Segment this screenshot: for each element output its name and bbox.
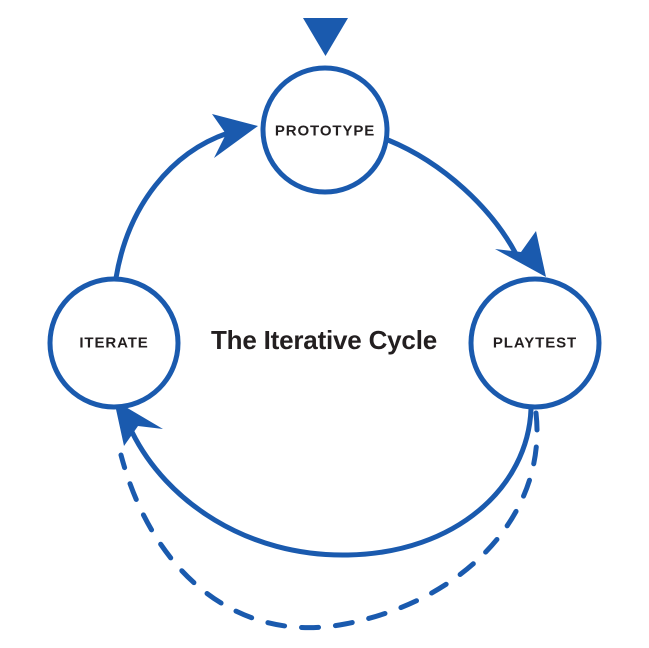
node-playtest[interactable]: PLAYTEST: [468, 276, 602, 410]
diagram-title: The Iterative Cycle: [211, 325, 437, 355]
node-prototype-circle[interactable]: [260, 65, 390, 195]
connector-iterate-to-prototype: [113, 130, 231, 281]
node-playtest-label: PLAYTEST: [493, 335, 577, 352]
node-prototype[interactable]: PROTOTYPE: [260, 65, 390, 195]
node-iterate-circle[interactable]: [47, 276, 181, 410]
arrowhead-playtest-icon: [495, 231, 546, 277]
entry-arrow-icon: [303, 18, 348, 56]
connector-playtest-feedback-to-iterate: [118, 410, 540, 631]
connector-playtest-to-iterate: [129, 406, 534, 558]
node-iterate-label: ITERATE: [79, 335, 148, 352]
arrowhead-prototype-icon: [212, 114, 258, 158]
connector-prototype-to-playtest: [385, 137, 519, 257]
arrowhead-iterate-icon: [114, 400, 163, 446]
node-prototype-label: PROTOTYPE: [275, 123, 375, 140]
node-iterate[interactable]: ITERATE: [47, 276, 181, 410]
node-playtest-circle[interactable]: [468, 276, 602, 410]
